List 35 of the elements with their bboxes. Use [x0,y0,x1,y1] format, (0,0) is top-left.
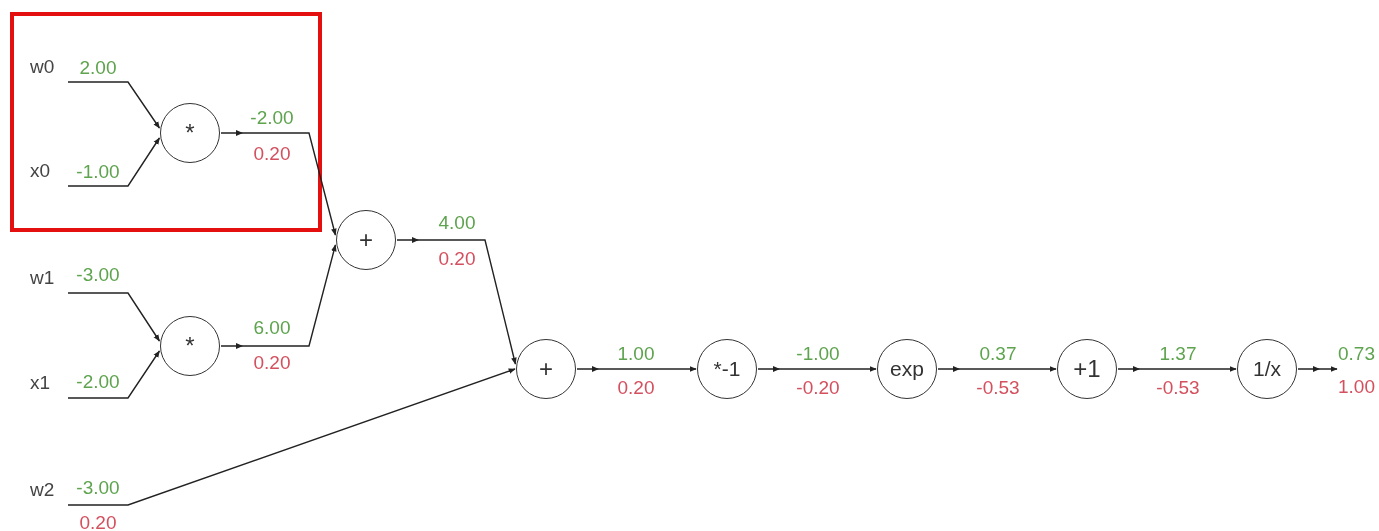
forward-value: 0.37 [979,344,1017,363]
operation-circle: *-1 [697,339,757,399]
input-label: x1 [30,373,51,392]
gradient-value: 0.20 [253,144,291,163]
input-label: w2 [30,480,55,499]
gradient-value: 0.20 [79,513,117,531]
operation-circle: + [336,210,396,270]
operation-circle: * [160,103,220,163]
operation-circle: * [160,316,220,376]
operation-circle: 1/x [1237,339,1297,399]
gradient-value: 0.20 [253,353,291,372]
forward-value: -3.00 [76,478,120,497]
forward-value: -3.00 [76,265,120,284]
gradient-value: -0.53 [1156,378,1200,397]
input-label: w1 [30,268,55,287]
gradient-value: -0.20 [796,378,840,397]
gradient-value: 0.20 [617,378,655,397]
forward-value: 2.00 [79,58,117,77]
input-label: w0 [30,57,55,76]
forward-value: -1.00 [76,162,120,181]
forward-value: 1.00 [617,344,655,363]
gradient-value: -0.53 [976,378,1020,397]
forward-value: 0.73 [1338,344,1375,363]
operation-circle: +1 [1057,339,1117,399]
gradient-value: 1.00 [1338,377,1375,396]
forward-value: -2.00 [76,372,120,391]
gradient-value: 0.20 [438,249,476,268]
operation-circle: exp [877,339,937,399]
input-label: x0 [30,161,51,180]
forward-value: 6.00 [253,318,291,337]
forward-value: -2.00 [250,108,294,127]
forward-value: 1.37 [1159,344,1197,363]
forward-value: 4.00 [438,213,476,232]
forward-value: -1.00 [796,344,840,363]
operation-circle: + [516,339,576,399]
